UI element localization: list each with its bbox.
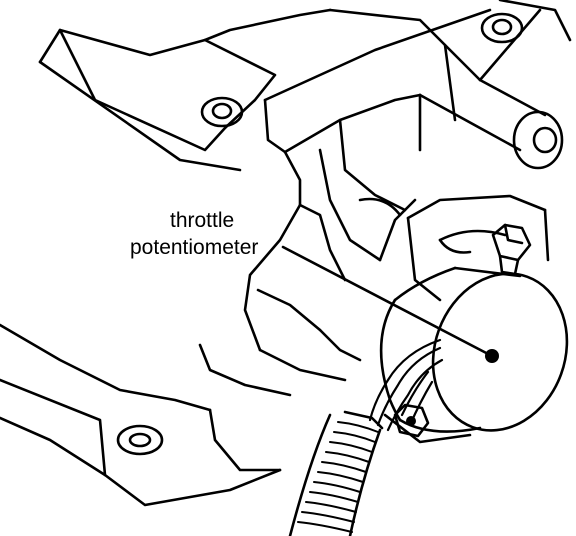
mounting-hole-bottom-left — [116, 424, 164, 456]
mounting-hole-top-left — [200, 96, 244, 128]
label-leader-line — [281, 245, 494, 358]
bracket-bolt-upper — [491, 223, 532, 276]
wiring-conduit — [288, 410, 384, 536]
upper-right-arm — [418, 43, 564, 170]
component-label-line-2: potentiometer — [130, 236, 259, 259]
potentiometer-bracket — [383, 194, 550, 444]
mounting-hole-top-right — [480, 12, 524, 44]
upper-flange — [38, 0, 572, 172]
component-label-line-1: throttle — [170, 209, 235, 232]
potentiometer-wires — [368, 338, 444, 432]
throttle-body — [243, 93, 422, 382]
lower-flange — [0, 323, 292, 507]
